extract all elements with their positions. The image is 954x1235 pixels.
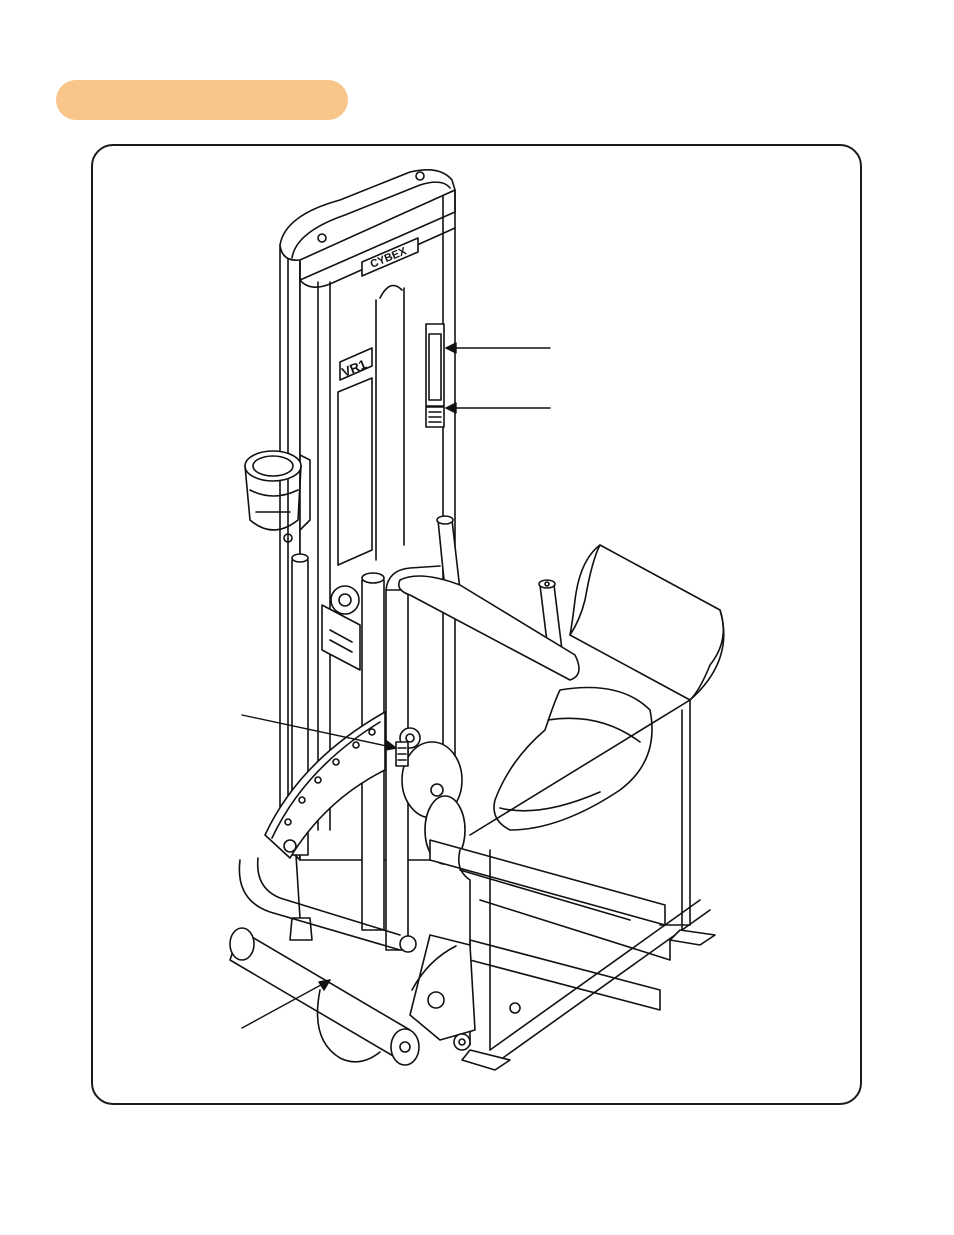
handles <box>397 515 580 681</box>
callout-arrows <box>241 342 551 1029</box>
instruction-decal <box>425 323 445 407</box>
arrow-head-icon <box>318 979 331 991</box>
ankle-roller <box>229 927 476 1066</box>
illustration-frame <box>91 144 862 1105</box>
arrow-head-icon <box>384 740 397 751</box>
range-of-motion-arc <box>264 711 386 941</box>
arrow-head-icon <box>445 402 457 414</box>
callout-line-arm <box>241 714 397 749</box>
weight-stack-tower: CYBEX VR1 <box>279 169 456 861</box>
bottle-holder <box>244 450 311 543</box>
back-pad <box>569 544 725 701</box>
seat-pad <box>457 686 691 1051</box>
callout-line-roller <box>241 979 331 1029</box>
base-frame <box>238 839 716 1071</box>
section-header-tab <box>56 80 348 120</box>
arrow-head-icon <box>445 342 457 354</box>
